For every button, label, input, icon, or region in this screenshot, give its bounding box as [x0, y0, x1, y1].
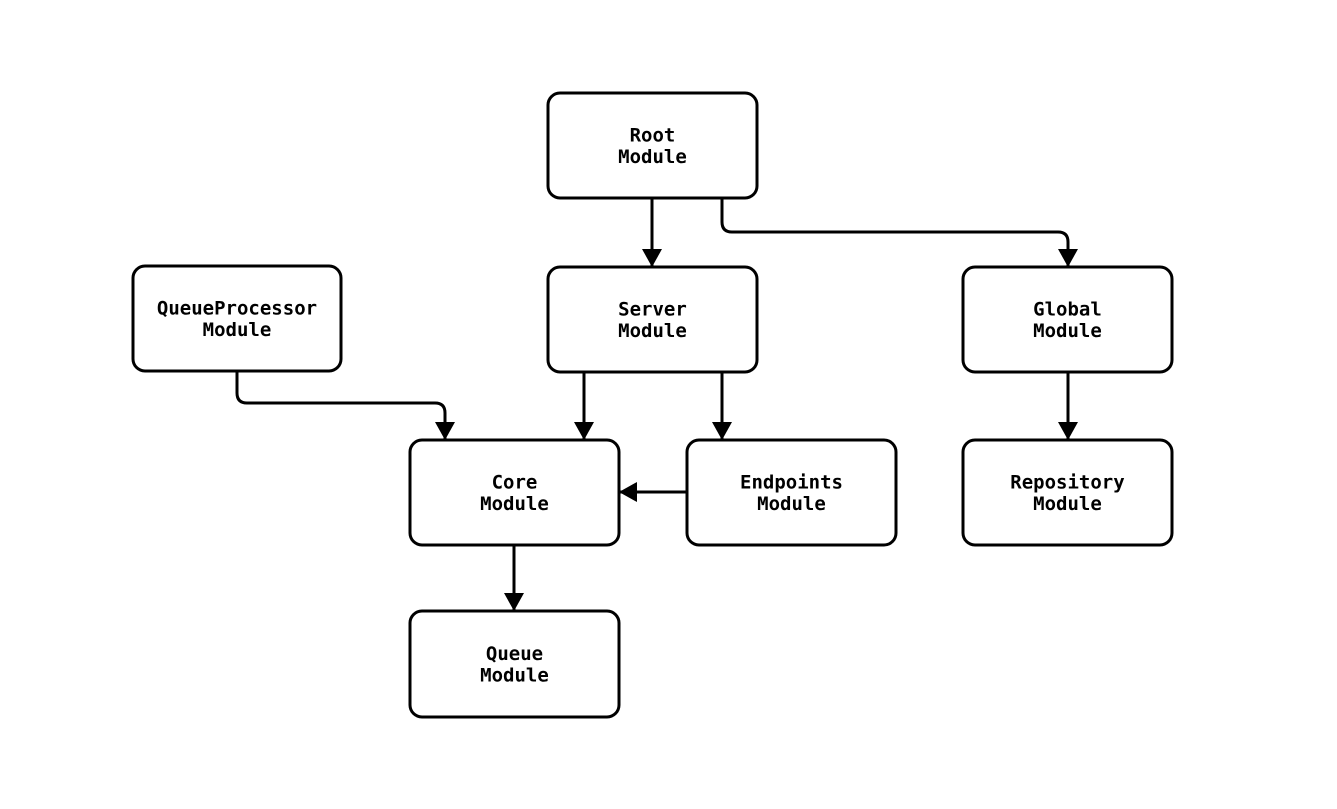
- node-global-label-line-1: Module: [1033, 320, 1102, 342]
- node-endpoints-label-line-1: Module: [757, 493, 826, 515]
- node-queue-label-line-0: Queue: [486, 643, 543, 665]
- node-endpoints-box: [685, 438, 898, 547]
- node-root-label-line-1: Module: [618, 146, 687, 168]
- node-global-box: [961, 265, 1174, 374]
- node-queueprocessor-box: [131, 264, 343, 373]
- node-server-label-line-0: Server: [618, 299, 687, 321]
- node-server-box: [546, 265, 759, 374]
- edge-queueprocessor-to-core: [235, 371, 455, 440]
- node-endpoints-label-line-0: Endpoints: [740, 472, 843, 494]
- node-core-box: [408, 438, 621, 547]
- node-core-label-line-0: Core: [492, 472, 538, 494]
- edge-root-to-global: [720, 198, 1078, 267]
- node-queueprocessor-label-line-0: QueueProcessor: [157, 298, 317, 320]
- node-queueprocessor-label-line-1: Module: [203, 319, 272, 341]
- node-repository-label-line-0: Repository: [1010, 472, 1124, 494]
- node-repository-box: [961, 438, 1174, 547]
- node-root-label-line-0: Root: [630, 125, 676, 147]
- node-queue-label-line-1: Module: [480, 665, 549, 687]
- edges-layer: [235, 198, 1078, 611]
- node-root-box: [546, 91, 759, 200]
- node-server-label-line-1: Module: [618, 320, 687, 342]
- node-core-label-line-1: Module: [480, 493, 549, 515]
- node-repository-label-line-1: Module: [1033, 493, 1102, 515]
- node-queue-box: [408, 609, 621, 719]
- node-global-label-line-0: Global: [1033, 299, 1102, 321]
